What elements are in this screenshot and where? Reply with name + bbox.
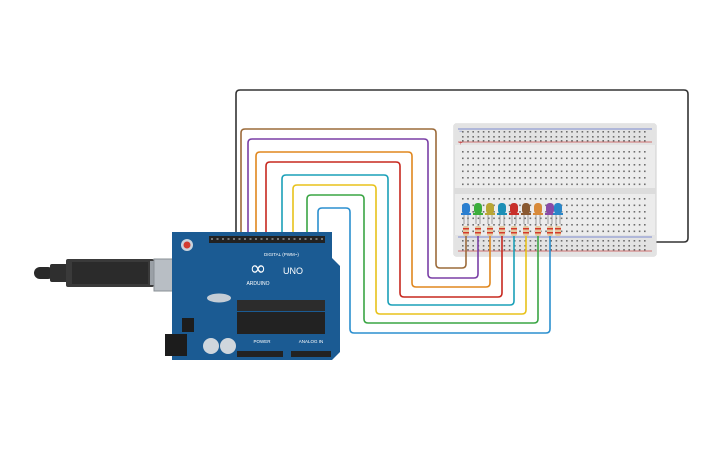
resistor: [535, 226, 541, 236]
ground-wire[interactable]: [235, 89, 689, 243]
microcontroller-chip: [237, 300, 325, 311]
analog-header: [291, 351, 331, 357]
crystal: [207, 293, 231, 303]
resistor: [499, 226, 505, 236]
rail-plus-label: +: [459, 141, 463, 147]
usb-cable-icon[interactable]: [34, 258, 185, 292]
led-olive[interactable]: [485, 203, 495, 236]
resistor: [511, 226, 517, 236]
signal-wires: [240, 128, 551, 334]
breadboard: + −: [453, 123, 657, 257]
led-blue[interactable]: [461, 203, 471, 236]
led-orange[interactable]: [533, 203, 543, 236]
board-brand-label: ARDUINO: [246, 281, 269, 287]
blue-wire[interactable]: [317, 207, 551, 334]
led-teal[interactable]: [497, 203, 507, 236]
resistor: [463, 226, 469, 236]
power-jack[interactable]: [165, 334, 187, 356]
rail-minus-label: −: [459, 129, 463, 135]
resistor: [475, 226, 481, 236]
teal-wire[interactable]: [281, 174, 515, 306]
capacitor: [220, 338, 236, 354]
analog-header-label: ANALOG IN: [299, 339, 324, 344]
resistor: [487, 226, 493, 236]
red-wire[interactable]: [265, 161, 503, 298]
board-model-label: UNO: [283, 266, 303, 276]
power-header: [237, 351, 283, 357]
led-red[interactable]: [509, 203, 519, 236]
purple-wire[interactable]: [247, 138, 479, 279]
led-row: [461, 203, 563, 236]
yellow-wire[interactable]: [292, 184, 527, 315]
power-header-label: POWER: [253, 339, 271, 344]
resistor: [523, 226, 529, 236]
arduino-uno-board[interactable]: ∞ UNO ARDUINO DIGITAL (PWM~) POWER ANALO…: [165, 232, 340, 360]
led-green[interactable]: [473, 203, 483, 236]
led-blue2[interactable]: [553, 203, 563, 236]
arduino-logo-icon: ∞: [250, 256, 267, 280]
capacitor: [203, 338, 219, 354]
digital-header-label: DIGITAL (PWM~): [264, 252, 299, 257]
resistor: [547, 226, 553, 236]
orange-wire[interactable]: [255, 151, 491, 288]
brown-wire[interactable]: [240, 128, 467, 269]
green-wire[interactable]: [306, 194, 539, 324]
resistor: [555, 226, 561, 236]
led-brown[interactable]: [521, 203, 531, 236]
led-purple[interactable]: [545, 203, 555, 236]
